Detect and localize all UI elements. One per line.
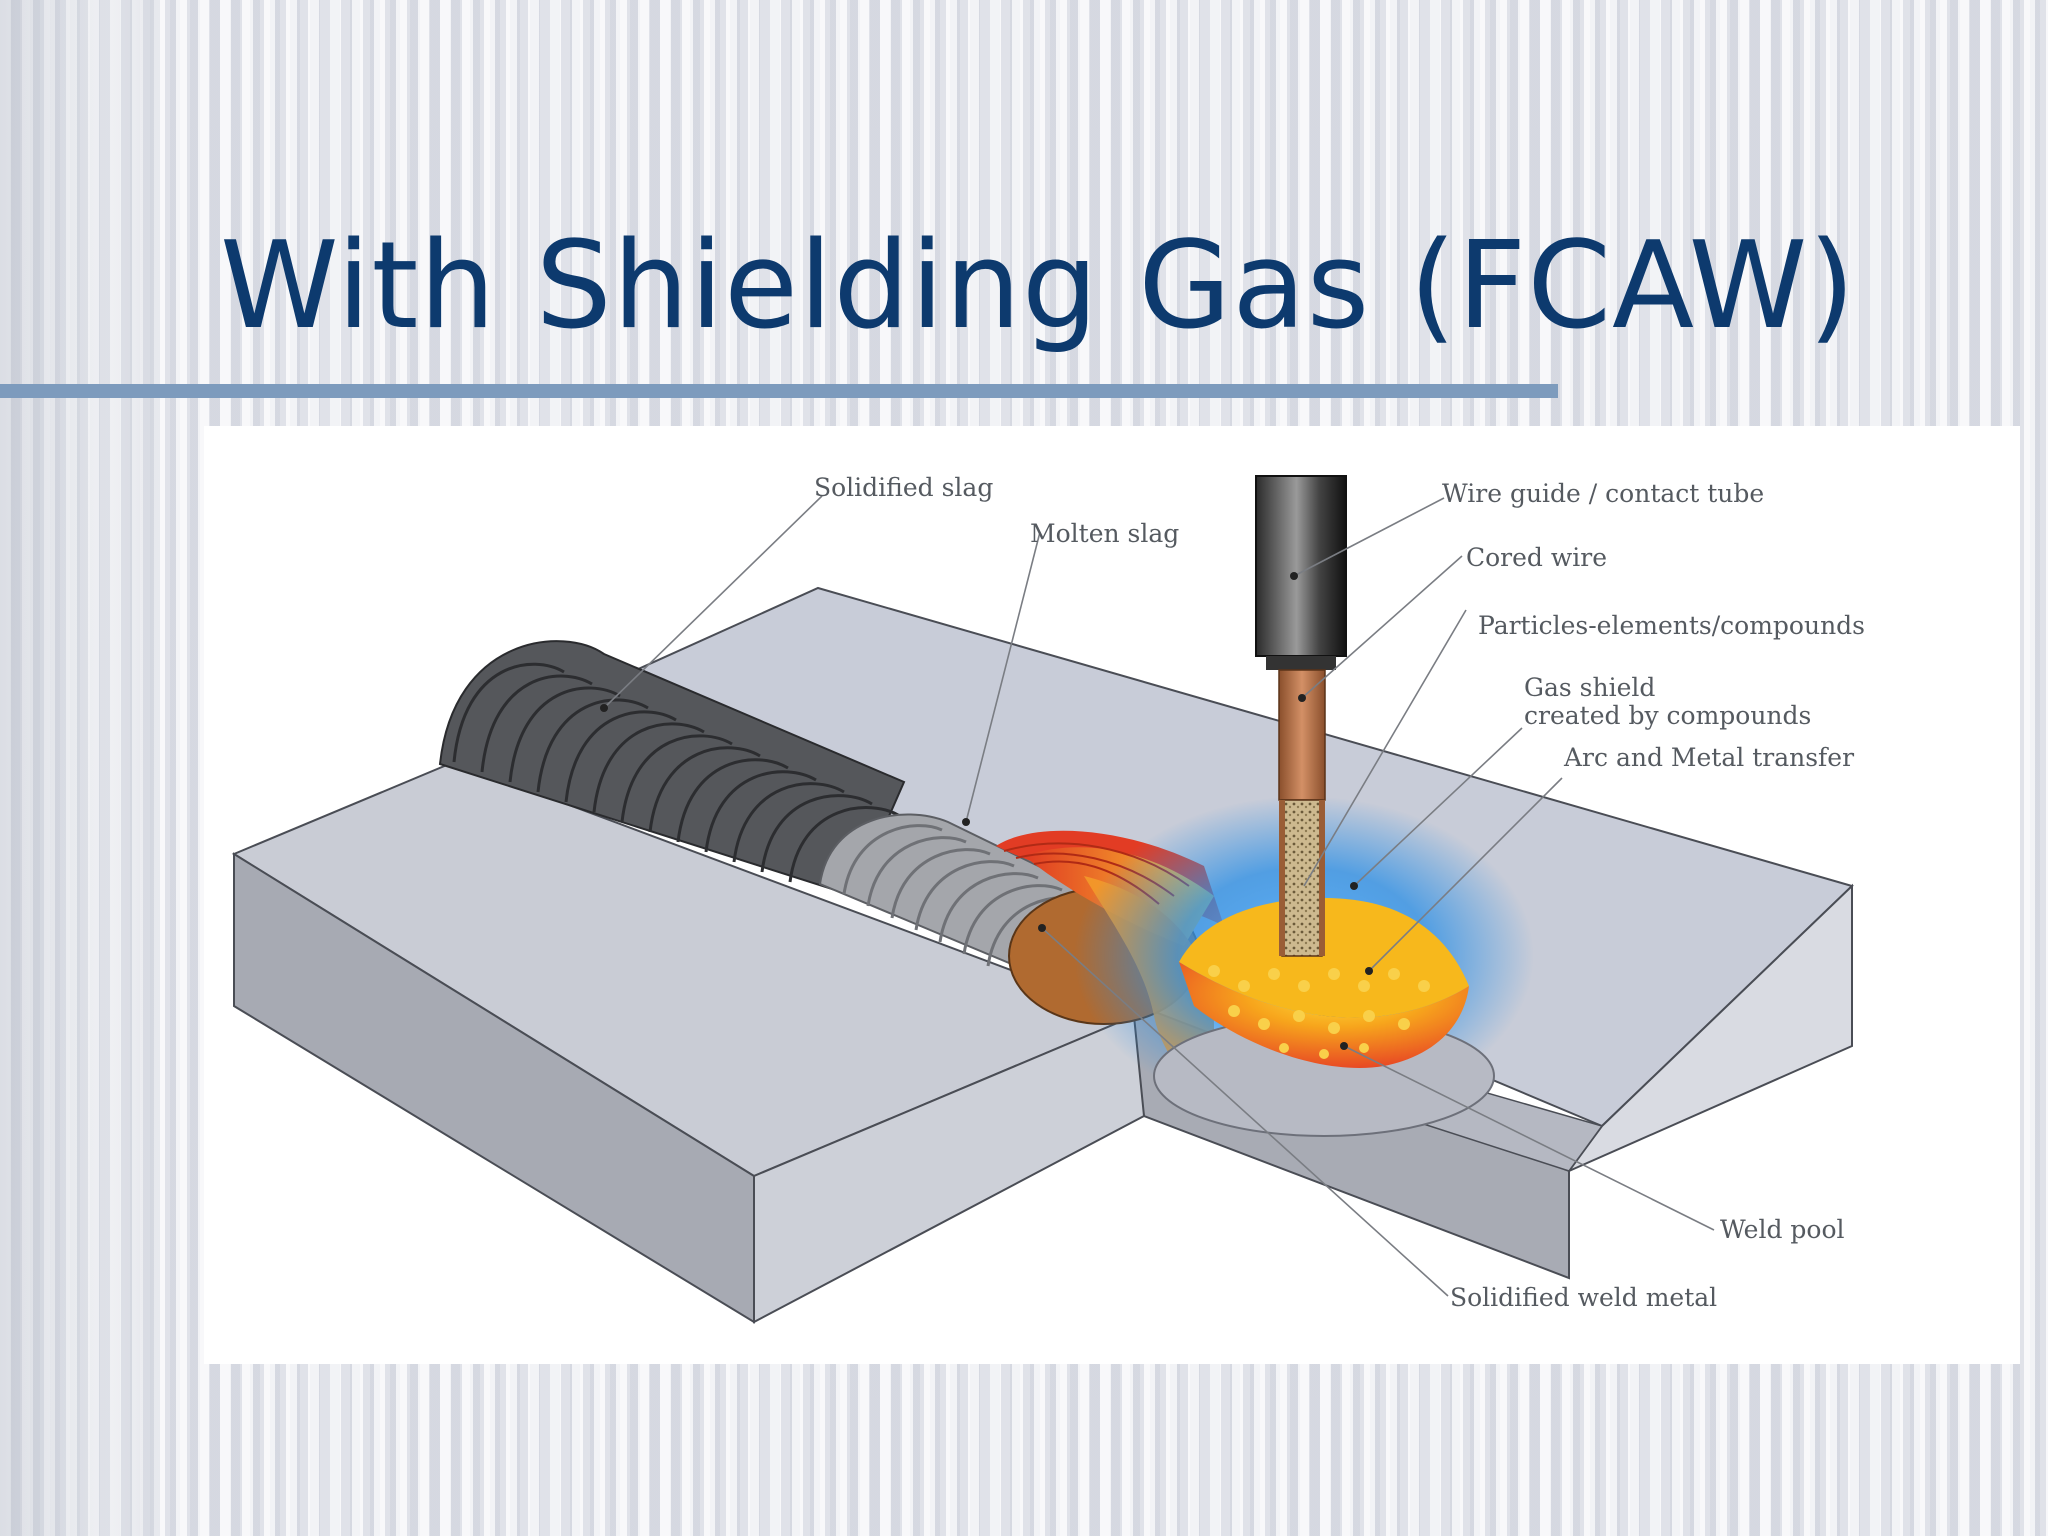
title-underline (0, 384, 1558, 398)
background-left-band (0, 0, 160, 1536)
label-wire-guide: Wire guide / contact tube (1442, 479, 1764, 508)
fcaw-diagram: Solidified slag Molten slag Wire guide /… (204, 426, 2020, 1364)
label-gas-shield-2: created by compounds (1524, 701, 1811, 730)
label-solidified-weld-metal: Solidified weld metal (1450, 1283, 1717, 1312)
label-cored-wire: Cored wire (1466, 543, 1607, 572)
slide-title: With Shielding Gas (FCAW) (220, 217, 1857, 356)
label-gas-shield-1: Gas shield (1524, 673, 1655, 702)
label-particles: Particles-elements/compounds (1478, 611, 1865, 640)
label-weld-pool: Weld pool (1720, 1215, 1845, 1244)
label-solidified-slag: Solidified slag (814, 473, 993, 502)
contact-tube (1255, 475, 1347, 657)
leader-dots (600, 572, 1373, 1050)
label-arc-transfer: Arc and Metal transfer (1563, 743, 1854, 772)
label-molten-slag: Molten slag (1030, 519, 1179, 548)
solidified-slag-bead (438, 640, 906, 898)
leader-lines (603, 495, 1715, 1297)
cored-wire (1278, 669, 1326, 801)
fcaw-diagram-svg: Solidified slag Molten slag Wire guide /… (231, 473, 1865, 1324)
cored-wire-flux (1281, 799, 1323, 957)
contact-tube-tip (1266, 656, 1336, 670)
left-plate-side (753, 1014, 1146, 1324)
